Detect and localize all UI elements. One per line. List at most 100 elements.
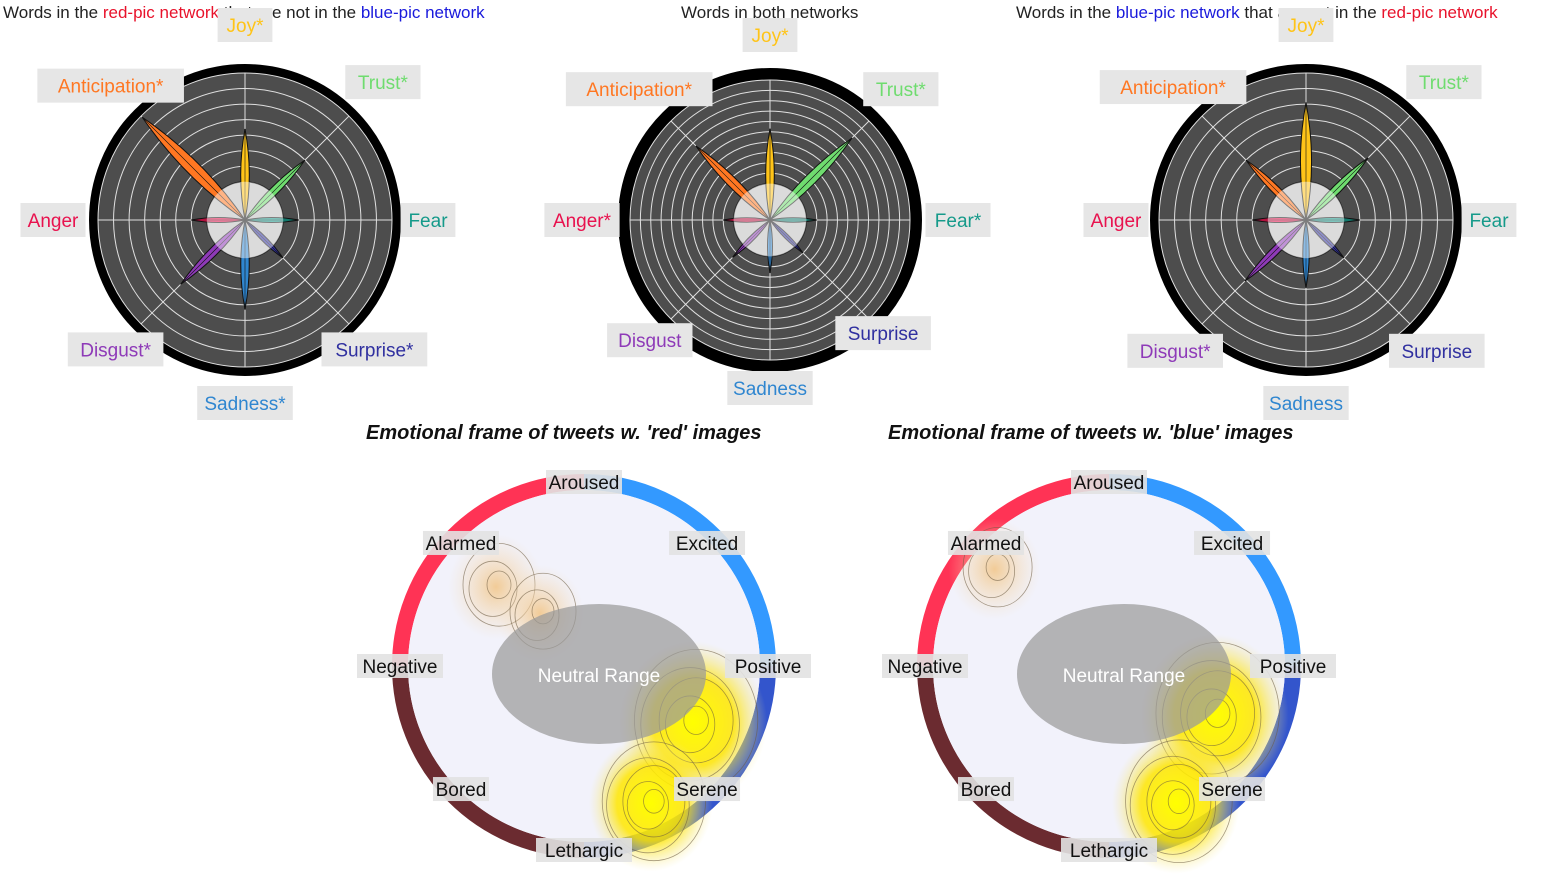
radar-chart-right: Joy*Trust*FearSurpriseSadnessDisgust*Ang… [1083, 8, 1517, 420]
panel-title-left-blue: blue-pic network [360, 3, 485, 22]
radar-left-label-box [217, 8, 273, 42]
radar-middle-petal-midrib [769, 137, 853, 221]
circ-blue-label-box [1194, 530, 1271, 555]
radar-middle-label-box [925, 203, 991, 237]
radar-left-petal-midrib [141, 116, 246, 221]
panel-title-right-pre: Words in the [1016, 3, 1116, 22]
circ-red-label-box [725, 654, 811, 678]
radar-middle-label-box [544, 203, 620, 237]
circ-red-label-box [674, 777, 741, 802]
circ-red-label-box [546, 470, 622, 494]
radar-left-label-sadness: Sadness* [197, 386, 293, 420]
circ-red-label-text: Serene [676, 780, 737, 801]
radar-right-outer-ring [1150, 64, 1462, 376]
radar-middle-center-veil [733, 183, 807, 257]
circ-red-label-serene: Serene [674, 777, 741, 802]
radar-left-label-box [345, 65, 421, 100]
circ-blue-label-text: Bored [961, 780, 1012, 801]
radar-middle-label-text: Anger* [553, 211, 612, 232]
circ-red-neutral-range [492, 604, 706, 744]
radar-right-label-text: Joy* [1288, 16, 1326, 37]
radar-left-label-text: Surprise* [335, 340, 414, 361]
circ-red-density-contour [601, 741, 706, 862]
circ-red-label-positive: Positive [725, 654, 811, 678]
radar-middle-label-fear: Fear* [925, 203, 991, 237]
radar-right-label-box [1127, 333, 1223, 368]
radar-right-petal-midrib [1305, 157, 1369, 221]
circ-red-density-contour [683, 705, 709, 735]
radar-left-center-veil [206, 181, 284, 259]
circ-blue-label-box [1061, 838, 1157, 862]
radar-left-label-text: Anticipation* [58, 77, 164, 98]
radar-left-label-joy: Joy* [217, 8, 273, 42]
radar-left-petal-midrib [244, 159, 306, 221]
circ-red-neutral-label: Neutral Range [538, 666, 661, 687]
radar-left-label-trust: Trust* [345, 65, 421, 100]
radar-middle-label-text: Joy* [752, 26, 790, 47]
radar-right-label-box [1461, 203, 1517, 237]
radar-left-label-text: Fear [408, 211, 448, 232]
panel-title-right-red: red-pic network [1381, 3, 1498, 22]
circ-red-label-box [422, 530, 499, 555]
circ-blue-label-lethargic: Lethargic [1061, 838, 1157, 862]
radar-right-label-box [1099, 70, 1247, 105]
circ-blue-label-box [882, 654, 968, 678]
circ-red-label-text: Bored [436, 780, 487, 801]
circ-blue-label-text: Serene [1201, 780, 1262, 801]
radar-right-label-box [1083, 203, 1149, 237]
radar-left-label-box [67, 332, 164, 367]
radar-right-label-anticipation: Anticipation* [1099, 70, 1247, 105]
radar-right-label-text: Disgust* [1140, 342, 1211, 363]
radar-middle-label-anticipation: Anticipation* [565, 72, 713, 107]
radar-middle-label-text: Disgust [618, 331, 682, 352]
radar-middle-label-box [835, 316, 931, 351]
radar-right-label-text: Fear [1469, 211, 1509, 232]
panel-title-left-pre: Words in the [3, 3, 103, 22]
circ-red-label-text: Excited [676, 534, 738, 555]
radar-left-label-anticipation: Anticipation* [37, 68, 184, 103]
circ-blue-label-text: Excited [1201, 534, 1263, 555]
circumplex-title-red: Emotional frame of tweets w. 'red' image… [366, 422, 762, 444]
radar-right-petal-midrib [1244, 219, 1307, 282]
circ-blue-label-box [1250, 654, 1336, 678]
radar-right-label-text: Anticipation* [1120, 78, 1226, 99]
circumplex-title-blue: Emotional frame of tweets w. 'blue' imag… [888, 422, 1294, 444]
radar-middle-label-trust: Trust* [863, 72, 939, 107]
radar-right-label-anger: Anger [1083, 203, 1149, 237]
circ-red-label-box [432, 777, 489, 802]
panel-title-right: Words in the blue-pic network that are n… [1016, 3, 1498, 23]
circ-red-label-box [669, 530, 746, 555]
radar-middle-label-box [565, 72, 713, 107]
circ-blue-label-text: Positive [1260, 657, 1327, 678]
panel-title-middle: Words in both networks [681, 3, 859, 22]
circ-blue-density-contour [1151, 780, 1195, 831]
circ-blue-label-text: Lethargic [1070, 841, 1148, 862]
radar-right-label-surprise: Surprise [1389, 333, 1485, 368]
radar-right-label-box [1278, 8, 1334, 42]
radar-middle-label-text: Surprise [848, 324, 919, 345]
circ-blue-label-text: Negative [888, 657, 963, 678]
circ-blue-label-negative: Negative [882, 654, 968, 678]
radar-right-petal-midrib [1245, 159, 1307, 221]
radar-left-label-box [37, 68, 184, 103]
circ-blue-label-box [957, 777, 1014, 802]
circ-blue-label-bored: Bored [957, 777, 1014, 802]
circ-blue-label-text: Aroused [1074, 473, 1145, 494]
circ-blue-label-alarmed: Alarmed [947, 530, 1024, 555]
radar-left-label-box [197, 386, 293, 420]
radar-right-label-sadness: Sadness [1263, 386, 1349, 420]
panel-title-right-blue: blue-pic network [1115, 3, 1240, 22]
panel-title-left-red: red-pic network [102, 3, 220, 22]
radar-middle-petal-midrib [732, 219, 771, 258]
radar-middle-label-joy: Joy* [742, 18, 798, 52]
circ-blue-neutral-label: Neutral Range [1063, 666, 1186, 687]
circ-red-label-text: Aroused [549, 473, 620, 494]
circ-red-label-text: Lethargic [545, 841, 623, 862]
circ-red-label-box [357, 654, 443, 678]
radar-middle-petal-midrib [695, 145, 771, 221]
radar-left-label-box [321, 332, 428, 367]
radar-left-label-disgust: Disgust* [67, 332, 164, 367]
circ-red-label-alarmed: Alarmed [422, 530, 499, 555]
